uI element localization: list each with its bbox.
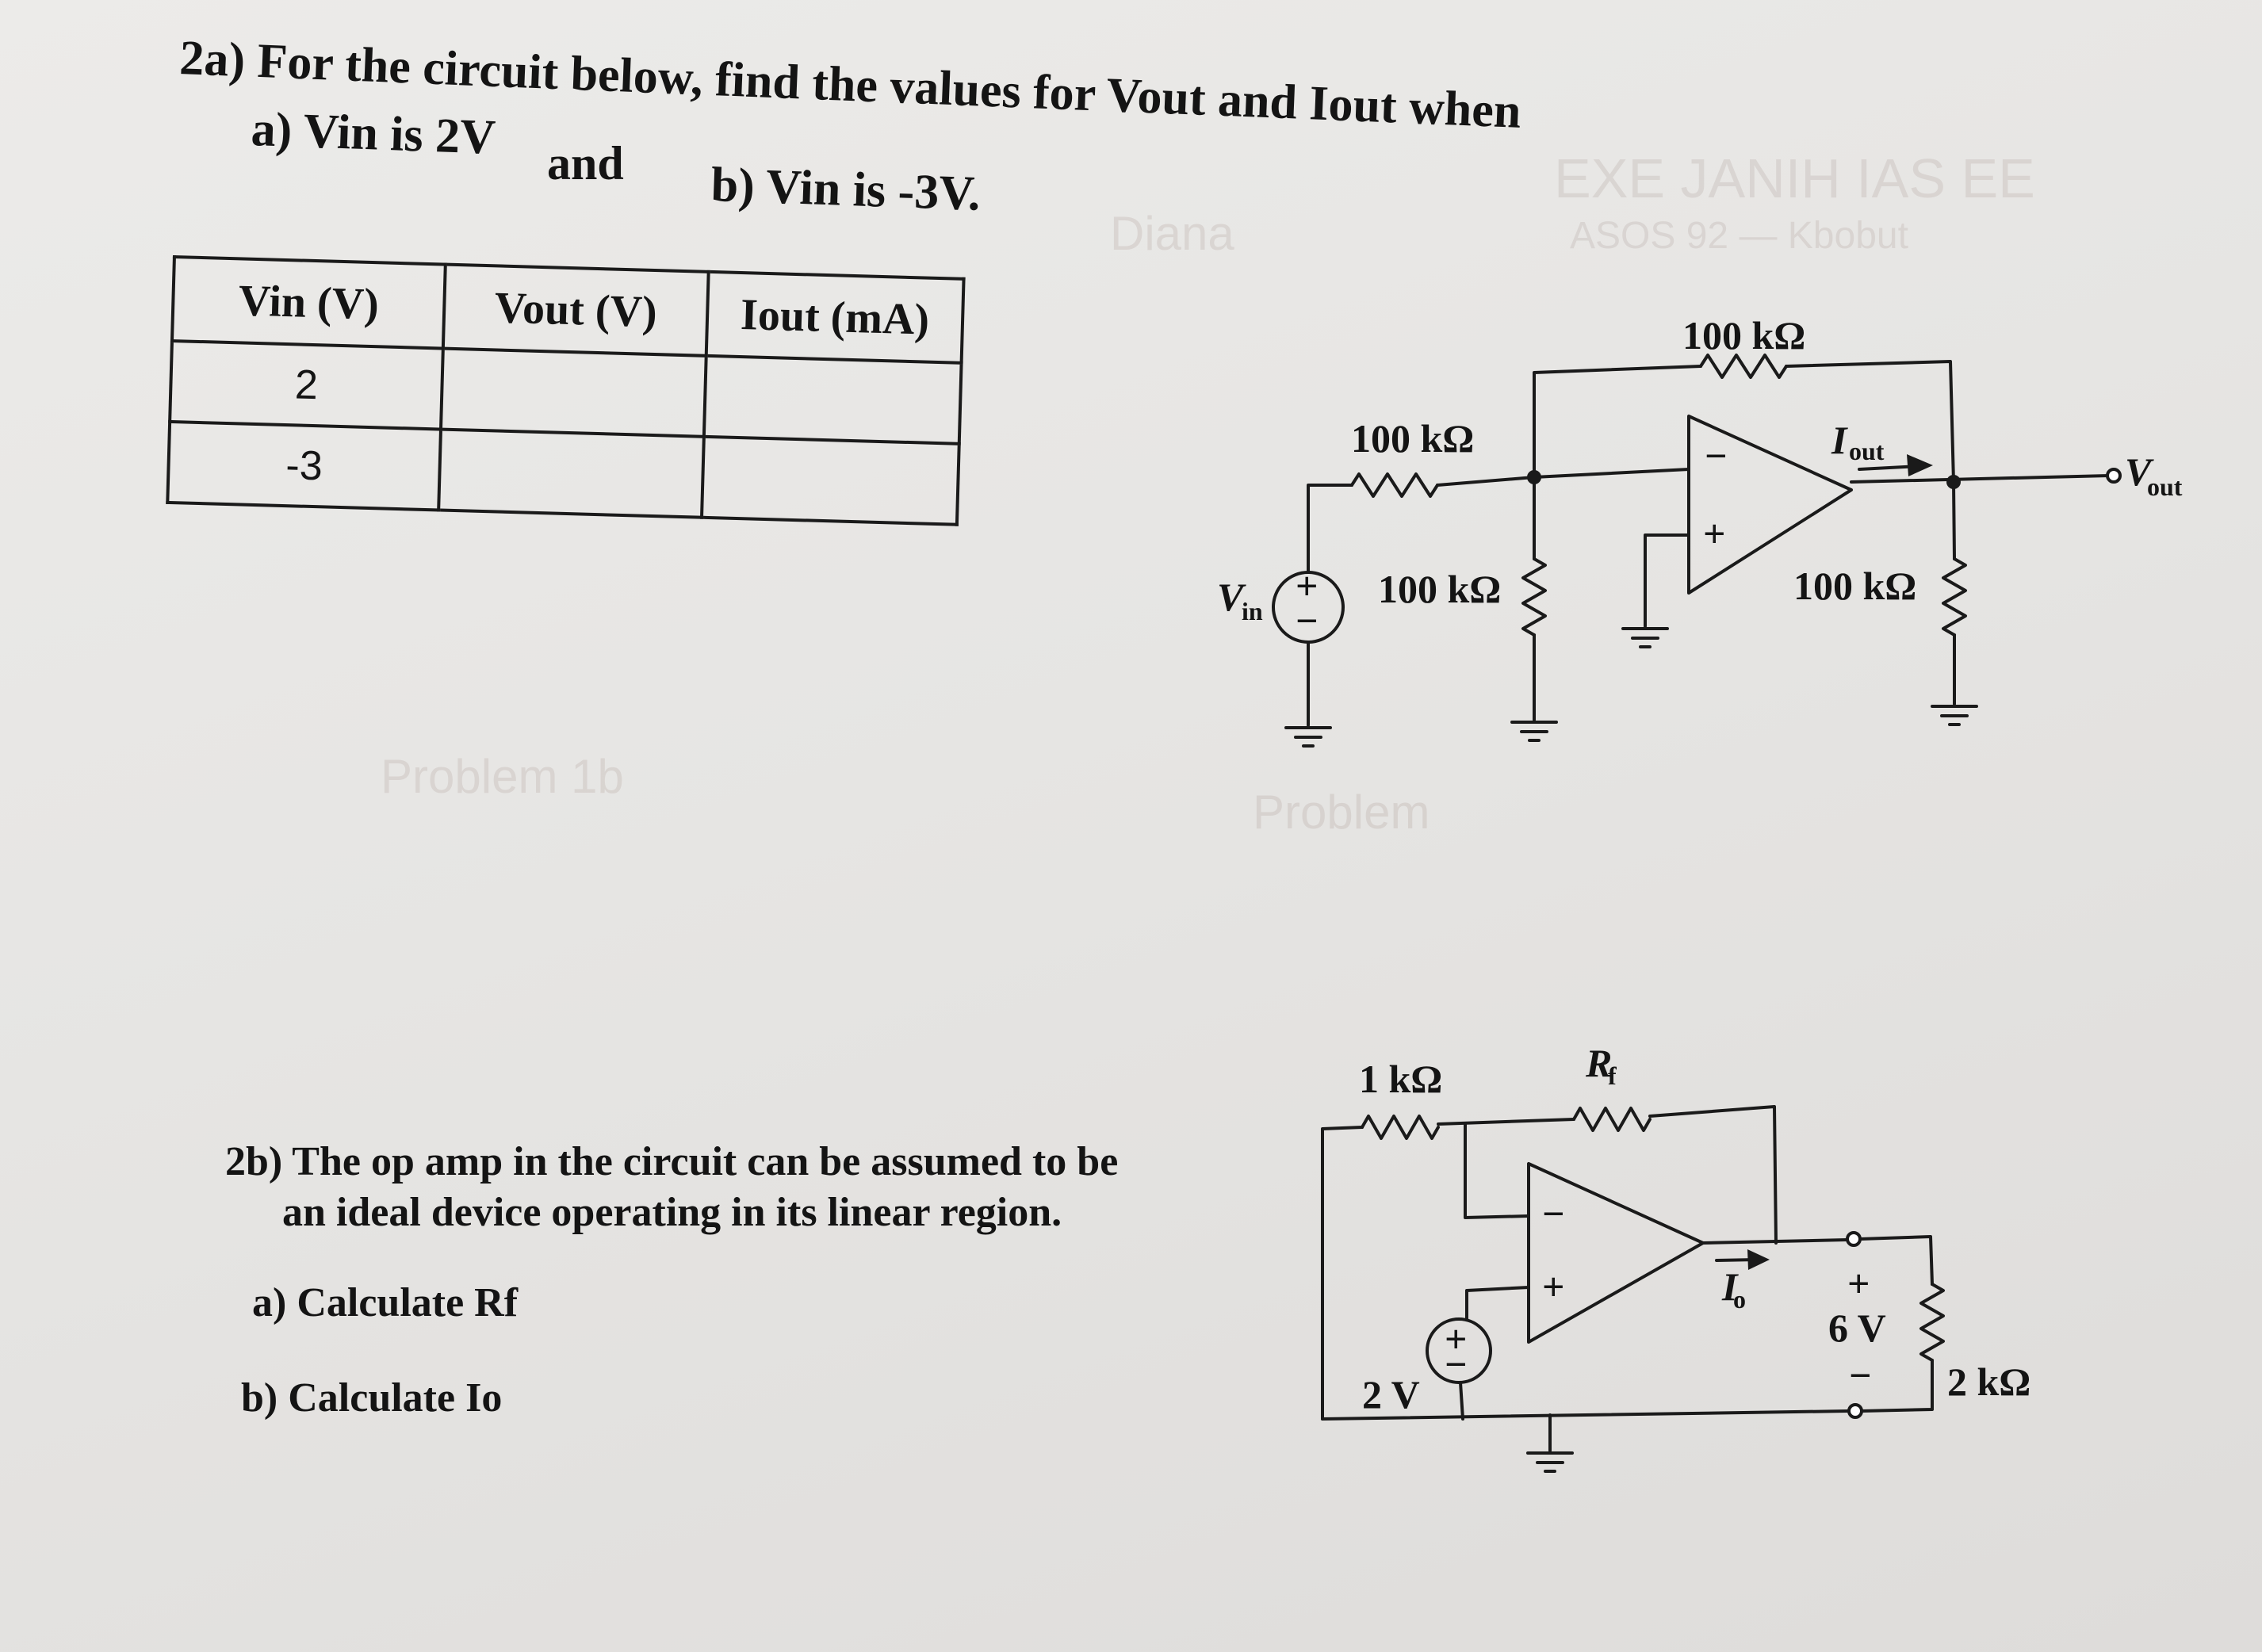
feedback-resistor [1699,354,1788,379]
wire [1858,1235,1934,1286]
bleed-through-text: Problem 1b [381,750,624,803]
load-resistor-label: 100 kΩ [1793,564,1916,608]
io-label-sub: o [1733,1285,1746,1314]
iout-arrowhead [1907,454,1933,476]
wire [1648,1105,1778,1245]
output-terminal-bottom [1847,1403,1863,1419]
wire [1459,1381,1464,1421]
load-resistor [1919,1283,1945,1362]
problem-2b-part-b: b) Calculate Io [241,1375,503,1421]
feedback-resistor [1572,1107,1652,1132]
problem-2b-statement-line2: an ideal device operating in its linear … [282,1190,1062,1235]
output-terminal-top [1846,1231,1862,1247]
vin-label-sub: in [1242,597,1263,625]
bleed-through-text: ASOS 92 — Kbobut [1570,215,1908,257]
load-resistance-label: 2 kΩ [1947,1359,2030,1404]
iout-label: I [1831,418,1848,462]
wire [1533,365,1702,479]
shunt-resistor [1521,557,1547,637]
output-minus-sign: − [1849,1353,1872,1398]
input-resistor [1361,1115,1440,1140]
wire [1465,1286,1530,1321]
output-terminal [2106,468,2122,484]
wire [1437,1118,1575,1126]
input-resistor-label: 100 kΩ [1351,416,1474,461]
ground-symbol [1621,627,1669,648]
wire [1321,1126,1364,1421]
load-resistor [1942,557,1967,637]
bleed-through-text: Problem [1253,786,1430,839]
vin-label: V [1217,575,1246,619]
source-plus-sign: + [1445,1317,1468,1361]
ground-symbol [1526,1451,1574,1473]
ground-symbol [1284,726,1332,748]
ground-symbol [1510,721,1558,742]
wire [1644,533,1690,628]
wire [1785,360,1955,484]
wire [1701,1238,1849,1245]
feedback-resistor-label: 100 kΩ [1682,313,1805,358]
ground-symbol [1931,705,1978,726]
problem-2b-part-a: a) Calculate Rf [252,1280,519,1325]
input-resistor-label: 1 kΩ [1359,1057,1442,1101]
shunt-resistor-label: 100 kΩ [1378,567,1501,611]
source-plus-sign: + [1296,564,1319,608]
output-voltage-label: 6 V [1828,1306,1886,1350]
bleed-through-text: Diana [1110,207,1234,260]
op-amp-triangle [1687,415,1853,595]
rf-label: R [1585,1041,1612,1085]
problem-2b-statement-line1: 2b) The op amp in the circuit can be ass… [225,1139,1119,1184]
io-arrowhead [1747,1249,1770,1270]
rf-label-sub: f [1608,1061,1617,1090]
iout-label-sub: out [1849,437,1885,465]
opamp-plus-sign: + [1703,511,1726,556]
problem-2a-and: and [547,137,624,189]
input-resistor [1350,472,1439,498]
io-label: I [1721,1264,1739,1309]
junction-dot [1527,470,1541,484]
opamp-minus-sign: − [1542,1191,1565,1236]
wire [1464,1122,1530,1219]
source-minus-sign: − [1445,1342,1468,1386]
wire [1321,1409,1851,1421]
opamp-plus-sign: + [1542,1264,1565,1309]
opamp-minus-sign: − [1705,434,1728,478]
op-amp-triangle [1527,1162,1705,1344]
wire [1307,484,1353,572]
wire [1850,474,2111,484]
junction-dot [1946,475,1961,489]
vout-label: V [2125,449,2154,494]
vout-label-sub: out [2147,472,2183,501]
bleed-through-text: EXE JANIH IAS EE [1554,147,2035,209]
source-voltage-label: 2 V [1362,1372,1420,1417]
wire [1860,1359,1934,1413]
source-minus-sign: − [1296,598,1319,643]
output-plus-sign: + [1847,1261,1870,1306]
